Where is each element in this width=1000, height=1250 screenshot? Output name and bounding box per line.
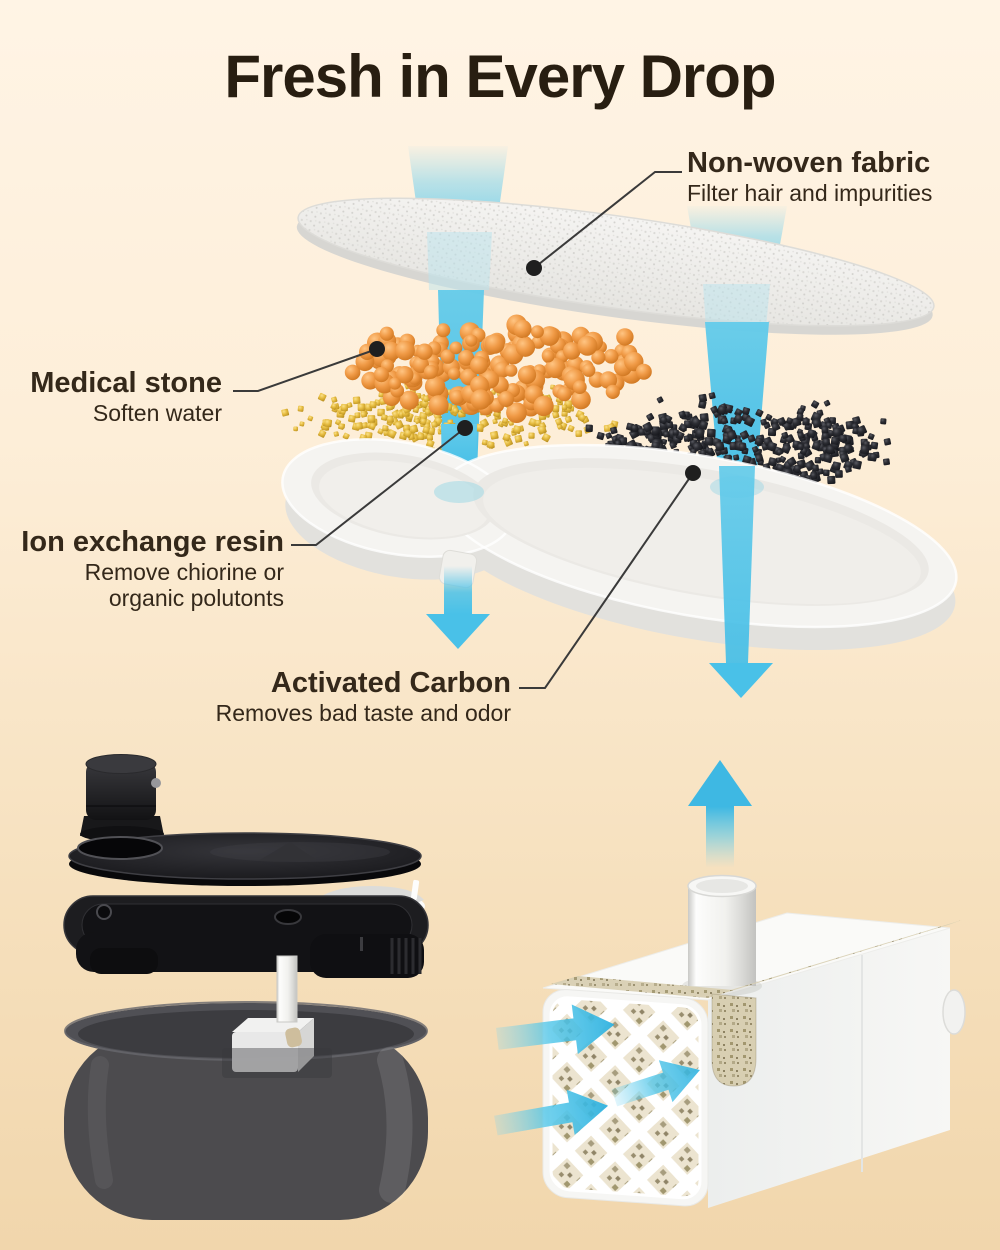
non-woven-fabric-description: Filter hair and impurities — [687, 180, 933, 206]
tank-glass-overlay — [222, 1048, 332, 1078]
fountain-pump-housing — [63, 895, 429, 978]
box-side-nub — [942, 989, 966, 1035]
non-woven-fabric-title: Non-woven fabric — [687, 147, 931, 179]
water-splash-left — [434, 481, 484, 503]
water-arrow-down-left — [426, 566, 490, 649]
medical-stone-description: Soften water — [92, 400, 222, 426]
activated-carbon-title: Activated Carbon — [270, 667, 511, 699]
callout-lines — [233, 171, 694, 689]
medical-stone-title: Medical stone — [30, 367, 222, 399]
water-arrow-up — [688, 760, 752, 868]
page-title: Fresh in Every Drop — [224, 43, 776, 110]
callout-ion-exchange-resin: Ion exchange resin Remove chiorine or or… — [0, 526, 284, 611]
callout-dots — [369, 260, 701, 481]
pump-filter-box — [494, 874, 966, 1208]
box-right-face — [708, 928, 950, 1208]
fountain-top-dish — [68, 832, 422, 886]
water-through-fabric-right — [703, 284, 770, 328]
activated-carbon-description: Removes bad taste and odor — [215, 700, 511, 726]
medical-stone-beads — [344, 314, 652, 423]
water-inflow-arrows — [494, 1004, 700, 1136]
filter-tray — [281, 437, 958, 651]
water-through-fabric-left — [427, 232, 492, 290]
dish-spout-hole — [77, 836, 163, 860]
fountain-water-tank — [64, 1001, 428, 1220]
fountain-spout-cap — [80, 754, 164, 842]
ion-exchange-resin-description-line2: organic polutonts — [108, 585, 284, 611]
ion-exchange-resin-title: Ion exchange resin — [21, 526, 284, 558]
callout-medical-stone: Medical stone Soften water — [0, 367, 222, 426]
callout-non-woven-fabric: Non-woven fabric Filter hair and impurit… — [687, 147, 932, 206]
filter-outlet-tube — [687, 874, 757, 986]
water-stream-right-mid — [705, 322, 769, 470]
filter-media-band — [551, 920, 962, 1087]
callout-activated-carbon: Activated Carbon Removes bad taste and o… — [31, 667, 511, 726]
water-arrow-down-right — [709, 466, 773, 698]
cap-button — [151, 778, 161, 788]
fountain-exploded — [63, 754, 429, 1220]
fountain-tube — [276, 955, 298, 1023]
ion-exchange-resin-description-line1: Remove chiorine or — [84, 559, 284, 585]
